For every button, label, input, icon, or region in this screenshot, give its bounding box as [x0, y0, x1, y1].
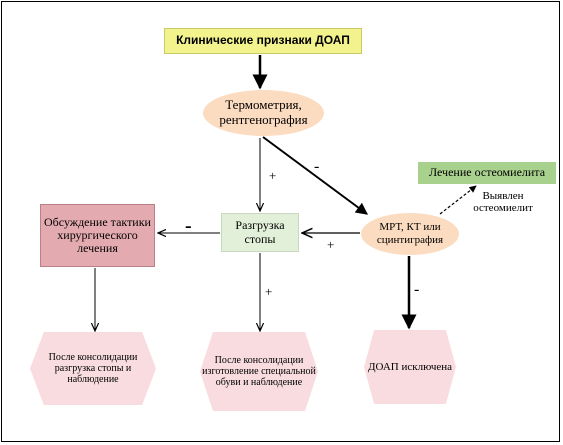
foot-unloading-box: Разгрузка стопы	[221, 213, 299, 252]
surgical-discussion-box: Обсуждение тактики хирургического лечени…	[40, 204, 155, 267]
doap-excluded-hexagon: ДОАП исключена	[364, 330, 456, 404]
label-mrt-to-unloading: +	[327, 237, 335, 252]
label-unloading-to-discussion: -	[185, 215, 192, 237]
label-unloading-to-shoes: +	[265, 284, 273, 299]
label-thermo-to-mrt: -	[314, 158, 320, 175]
outcome-observation-hexagon: После консолидации разгрузка стопы и наб…	[30, 332, 156, 405]
label-mrt-to-excluded: -	[414, 281, 420, 298]
thermometry-node: Термометрия, рентгенография	[203, 90, 324, 136]
label-thermo-to-unloading: +	[269, 168, 277, 183]
mrt-node: МРТ, КТ или сцинтиграфия	[361, 213, 459, 255]
osteomyelitis-treatment-box: Лечение остеомиелита	[418, 162, 556, 184]
clinical-signs-box: Клинические признаки ДОАП	[164, 28, 362, 54]
label-osteomyelitis-found: Выявлен остеомиелит	[473, 190, 533, 215]
arrow-thermometry-to-mrt	[262, 136, 368, 215]
outcome-special-shoes-hexagon: После консолидации изготовление специаль…	[200, 332, 318, 411]
arrow-mrt-to-osteomyelitis	[439, 185, 477, 215]
